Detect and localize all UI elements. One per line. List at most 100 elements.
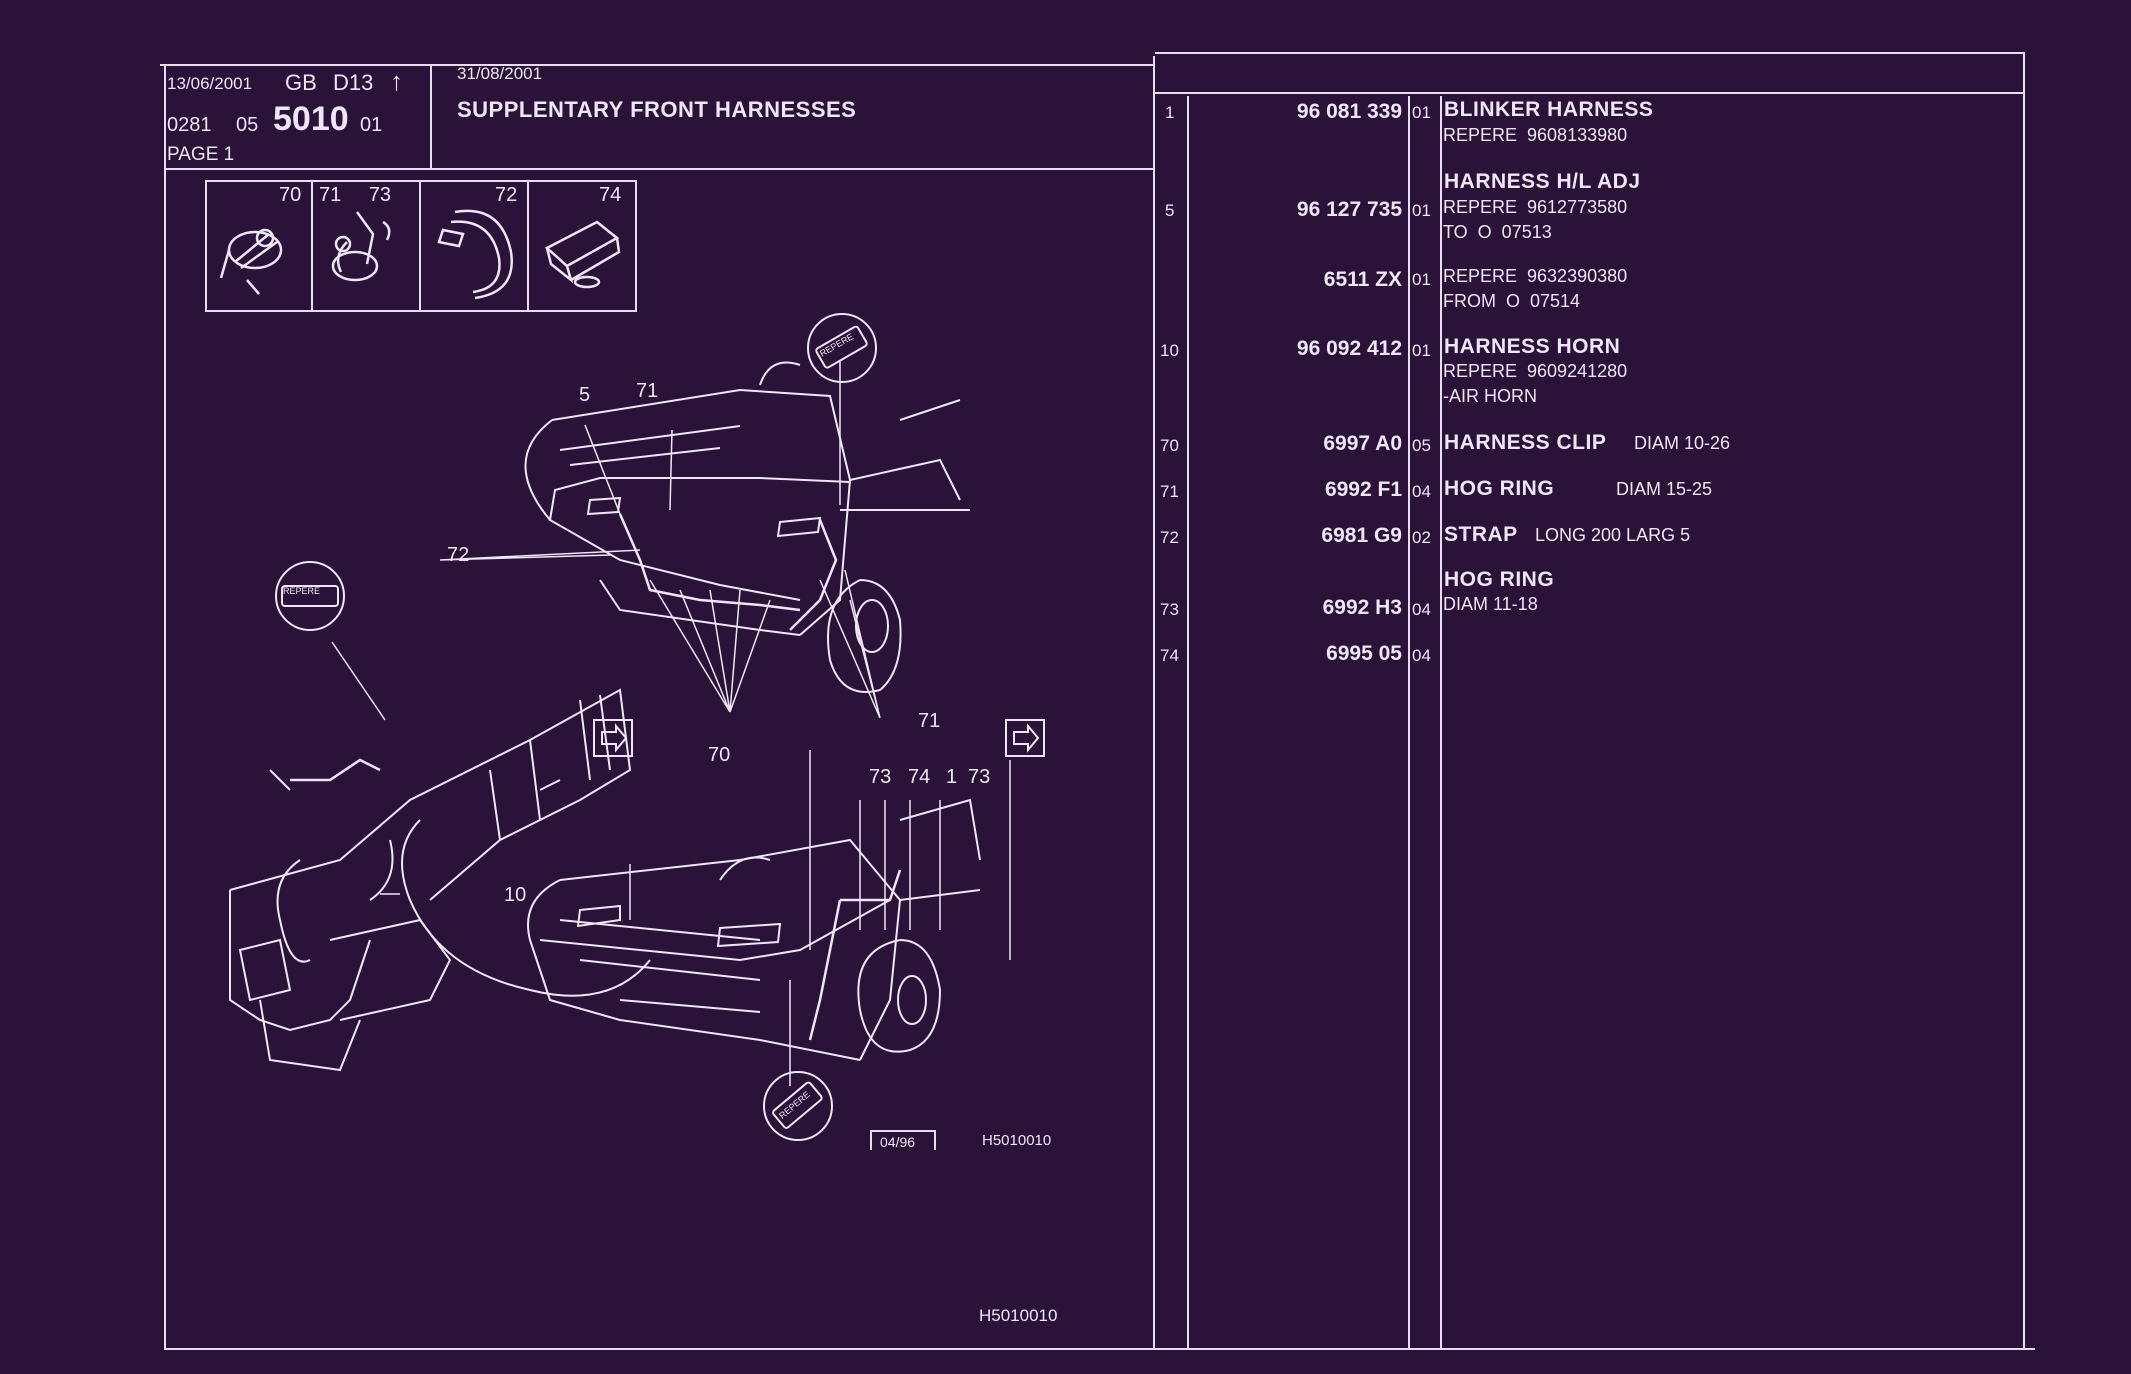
up-arrow-icon: ↑: [390, 66, 403, 96]
part-desc: DIAM 10-26: [1634, 433, 1731, 453]
update-date: 31/08/2001: [457, 64, 543, 83]
part-name: HARNESS H/L ADJ: [1444, 170, 1641, 193]
callout-72: 72: [447, 544, 470, 566]
quantity: 02: [1412, 528, 1431, 547]
header-divider-v: [430, 64, 432, 170]
quantity: 01: [1412, 103, 1431, 122]
quantity: 01: [1412, 201, 1431, 220]
part-number: 6992 H3: [1322, 596, 1402, 619]
part-desc: LONG 200 LARG 5: [1535, 525, 1691, 545]
plate-reference: H5010010: [982, 1132, 1052, 1149]
callout-73: 73: [869, 766, 892, 788]
part-note: TO O 07513: [1443, 222, 1552, 242]
thumb-ref-72: 72: [495, 184, 518, 206]
frame-divider: [1153, 56, 1155, 1350]
plate-suffix: 01: [360, 114, 383, 136]
repere-badge-icon: [275, 561, 345, 631]
plate-number: 5010: [273, 100, 349, 138]
thumb-ref-74: 74: [599, 184, 622, 206]
upper-car-drawing: [524, 361, 970, 693]
part-number: 6981 G9: [1321, 524, 1402, 547]
part-number: 6997 A0: [1323, 432, 1402, 455]
callout-10: 10: [504, 884, 527, 906]
part-number: 96 081 339: [1296, 100, 1402, 123]
part-note: REPERE 9609241280: [1443, 361, 1628, 381]
item-ref: 73: [1160, 600, 1179, 619]
code-prefix: 0281: [167, 114, 212, 136]
exploded-diagram: [229, 313, 1045, 1141]
header-divider-h: [164, 168, 1154, 170]
repere-badge-icon: [763, 1071, 833, 1141]
group-number: 05: [236, 114, 259, 136]
repere-badge-icon: [807, 313, 877, 383]
part-name: HOG RING: [1444, 477, 1555, 500]
part-note: -AIR HORN: [1443, 386, 1537, 406]
col-line-qty-right: [1440, 96, 1442, 1348]
item-ref: 71: [1160, 482, 1179, 501]
revision-date: 04/96: [880, 1134, 916, 1150]
part-note: FROM O 07514: [1443, 291, 1581, 311]
item-ref: 10: [1160, 341, 1179, 360]
hog-ring-icon: [331, 211, 391, 282]
thumb-ref-70: 70: [279, 184, 302, 206]
item-ref: 1: [1165, 103, 1175, 122]
item-ref: 5: [1165, 201, 1175, 220]
callout-1: 1: [946, 766, 958, 788]
part-name: HARNESS HORN: [1444, 335, 1621, 358]
strap-icon: [437, 209, 513, 300]
frame-bottom: [165, 1348, 2035, 1350]
revision-box: 04/96: [870, 1130, 936, 1150]
quantity: 01: [1412, 270, 1431, 289]
page-title: SUPPLENTARY FRONT HARNESSES: [457, 97, 857, 122]
repere-label: REPERE: [283, 586, 321, 596]
model-code: D13: [333, 70, 374, 95]
callout-73-right: 73: [968, 766, 991, 788]
part-note: REPERE 9612773580: [1443, 197, 1628, 217]
thumb-ref-71-73: 71 73: [319, 184, 392, 206]
part-note: REPERE 9632390380: [1443, 266, 1628, 286]
print-date: 13/06/2001: [167, 74, 253, 93]
quantity: 05: [1412, 436, 1431, 455]
callout-71-lower: 71: [918, 710, 941, 732]
callout-71: 71: [636, 380, 659, 402]
part-number: 96 127 735: [1296, 198, 1402, 221]
part-name: HOG RING: [1444, 568, 1555, 591]
part-name: STRAP: [1444, 523, 1518, 546]
lower-car-drawing: [527, 798, 981, 1061]
part-number: 6995 05: [1326, 642, 1402, 665]
frame-right: [2023, 52, 2025, 1350]
quantity: 04: [1412, 600, 1431, 619]
parts-header-line: [1155, 92, 2025, 94]
col-line-qty-left: [1408, 96, 1410, 1348]
quantity: 04: [1412, 482, 1431, 501]
item-ref: 74: [1160, 646, 1179, 665]
part-desc: DIAM 15-25: [1616, 479, 1713, 499]
arrow-box-icon: [593, 719, 633, 757]
quantity: 04: [1412, 646, 1431, 665]
part-number: 6511 ZX: [1323, 268, 1402, 291]
part-note: REPERE 9608133980: [1443, 125, 1628, 145]
harness-routing: [290, 513, 902, 1041]
frame-top-left: [160, 64, 1155, 66]
leader-lines: [331, 360, 1011, 1086]
item-ref: 70: [1160, 436, 1179, 455]
part-number: 6992 F1: [1324, 478, 1402, 501]
frame-left: [164, 64, 166, 1350]
connector-icon: [544, 220, 621, 289]
quantity: 01: [1412, 341, 1431, 360]
page-number: PAGE 1: [167, 144, 235, 165]
item-ref: 72: [1160, 528, 1179, 547]
part-name: BLINKER HARNESS: [1444, 98, 1654, 121]
part-number: 96 092 412: [1296, 337, 1402, 360]
harness-clip-icon: [219, 228, 283, 295]
col-line-item: [1187, 96, 1189, 1348]
callout-5: 5: [579, 384, 591, 406]
arrow-box-icon: [1005, 719, 1045, 757]
thumbnail-strip: 70 71 73 72 74: [205, 180, 637, 312]
language-code: GB: [285, 70, 317, 95]
part-name: HARNESS CLIP: [1444, 431, 1607, 454]
callout-74: 74: [908, 766, 931, 788]
callout-70: 70: [708, 744, 731, 766]
bottom-reference: H5010010: [979, 1306, 1058, 1325]
frame-top-right: [1155, 52, 2025, 54]
